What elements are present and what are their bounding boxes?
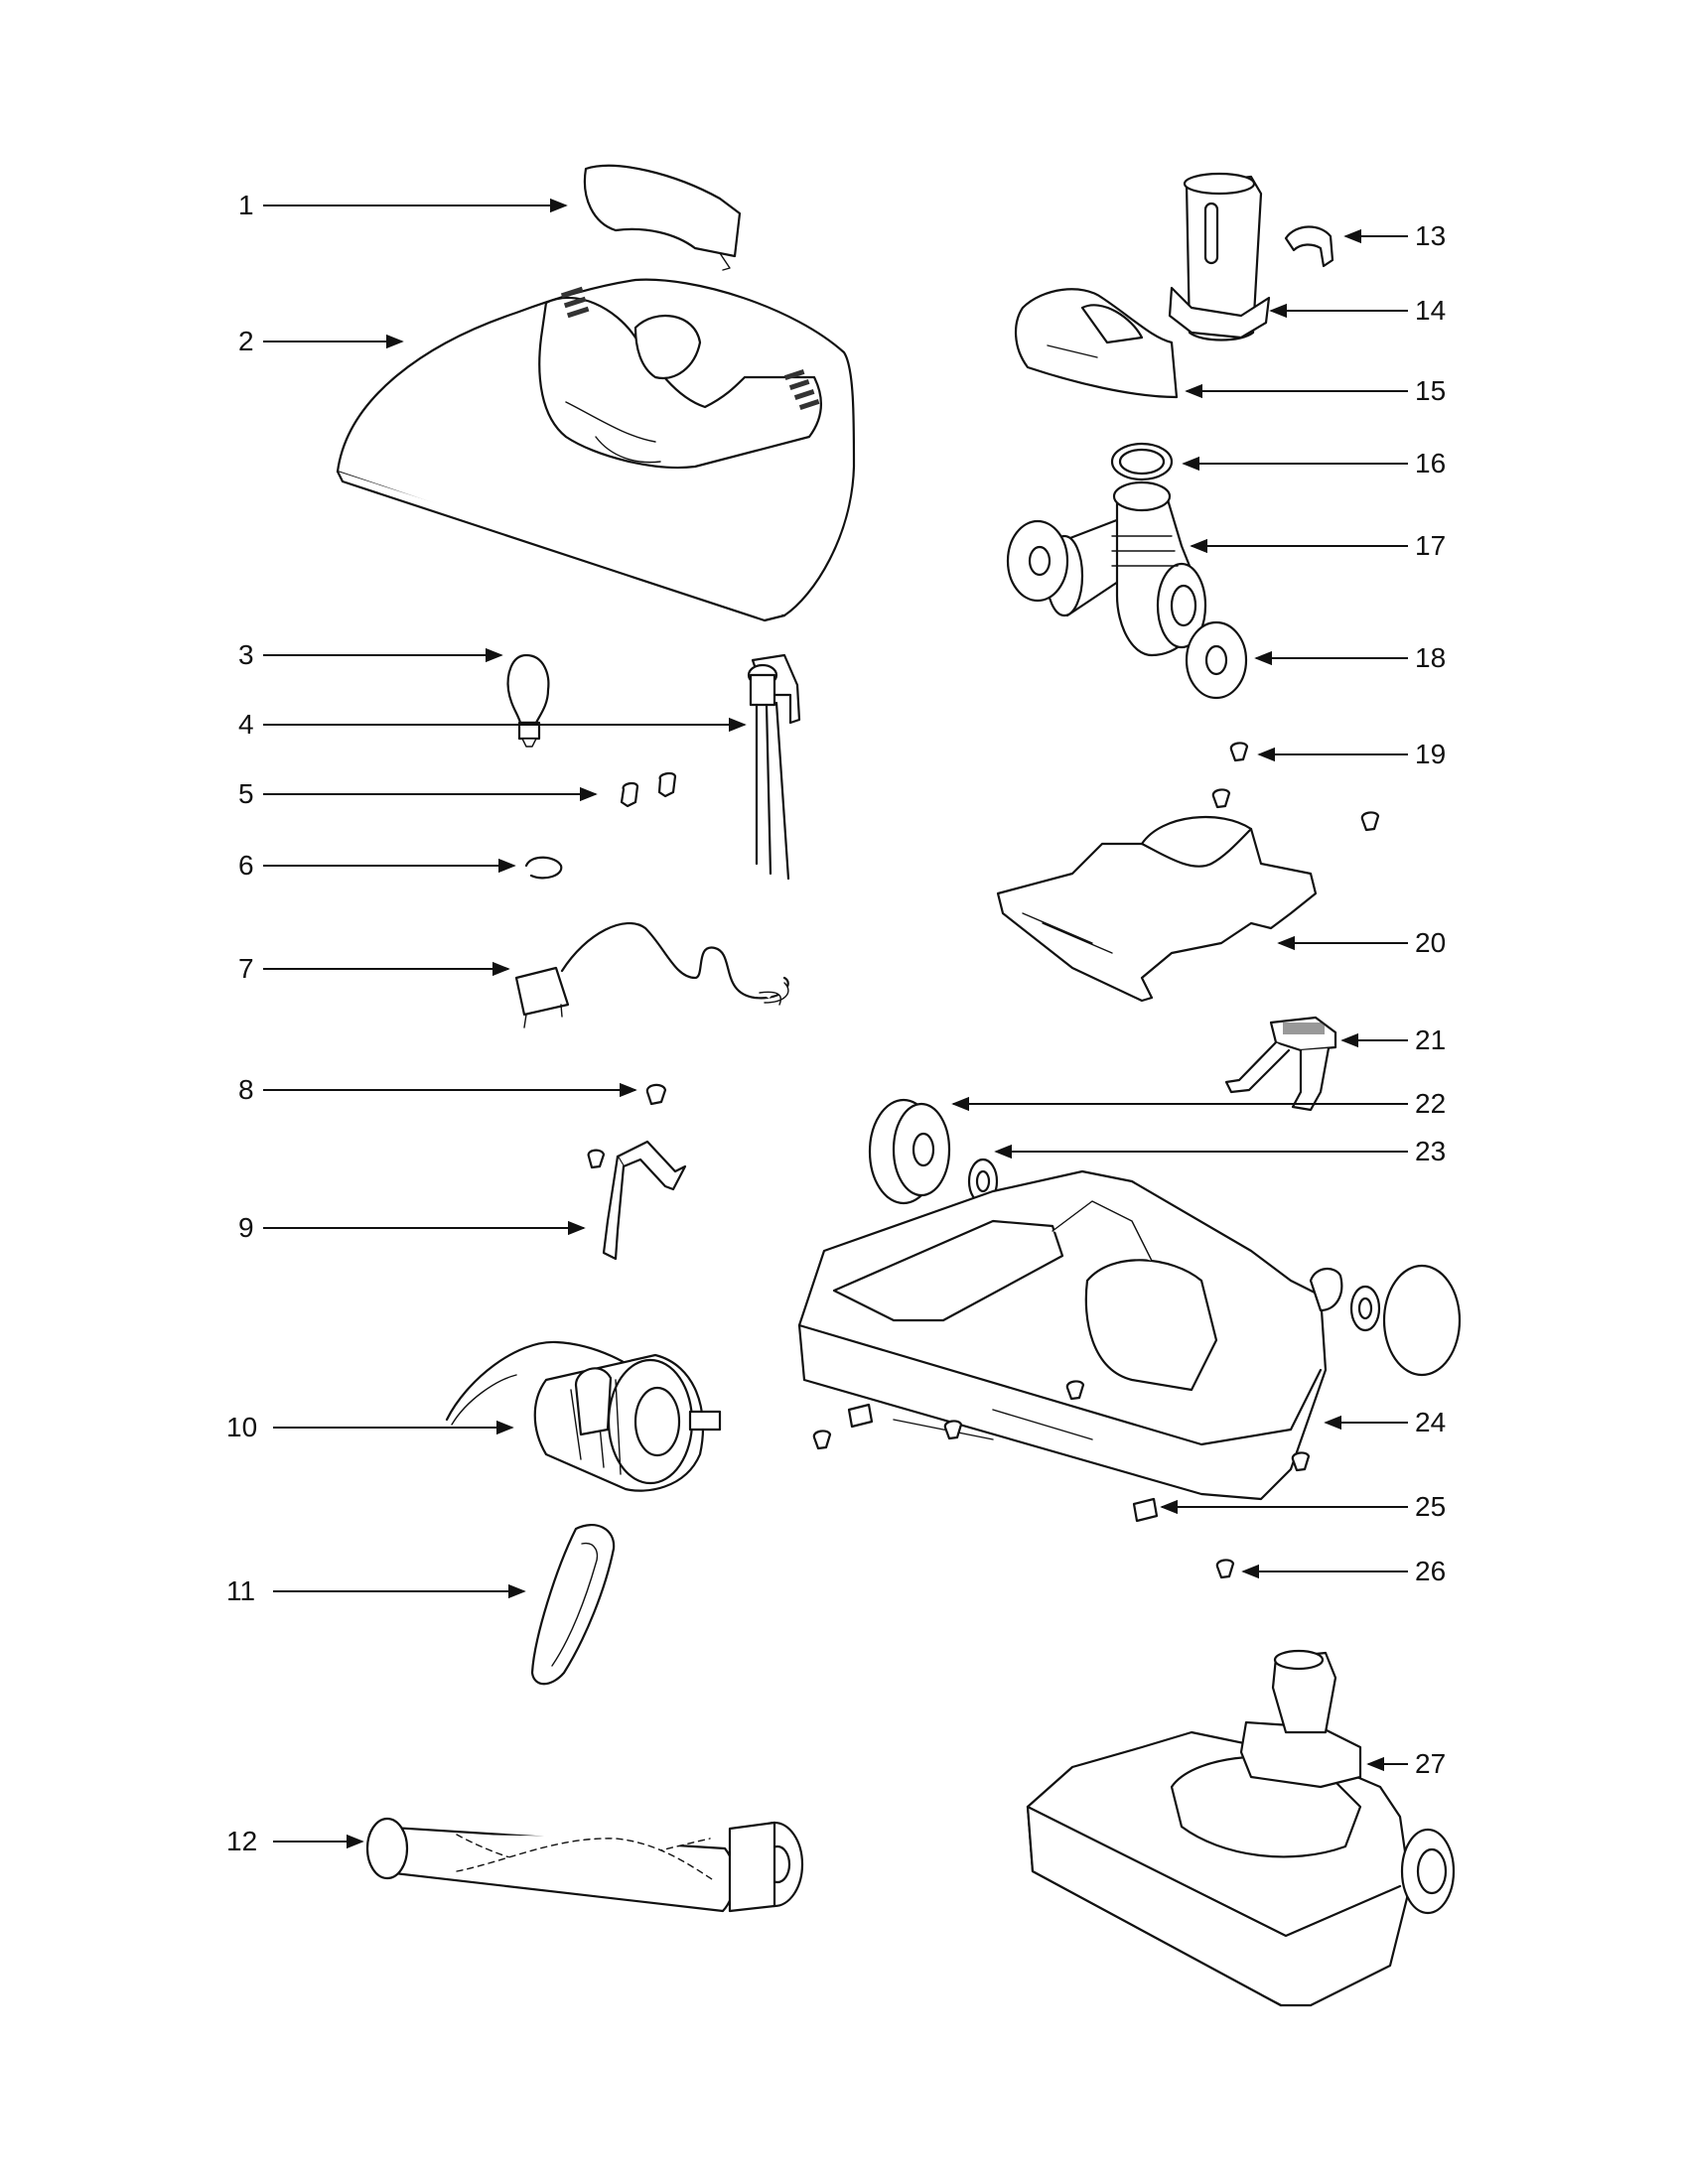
part-2-hood [336,278,856,622]
callout-11: 11 [226,1575,255,1606]
part-15-cover [1014,288,1179,399]
callout-13: 13 [1415,220,1446,251]
callout-6: 6 [238,850,254,881]
part-24-wheel-right [1349,1264,1462,1377]
callout-27: 27 [1415,1748,1446,1779]
callout-14: 14 [1415,295,1446,326]
callout-20: 20 [1415,927,1446,958]
part-13-clip [1284,225,1334,268]
callout-leaders [263,198,1408,1849]
part-17-elbow [1045,480,1207,657]
part-1-cover-insert [583,164,742,271]
part-24-base-screws [812,1380,1311,1472]
callout-17: 17 [1415,530,1446,561]
callout-7: 7 [238,953,254,984]
part-20-bracket [996,815,1318,1003]
part-6-clip [524,856,563,880]
part-22-wheel [868,1098,951,1205]
part-18-washer [1185,620,1248,700]
part-26-screw [1215,1559,1235,1579]
part-3-light-bulb [506,653,550,748]
callout-10: 10 [226,1412,257,1442]
callout-12: 12 [226,1826,257,1856]
callout-2: 2 [238,326,254,356]
part-27-power-nozzle [1026,1649,1456,2007]
callout-numbers: 1 2 3 4 5 6 7 8 9 10 11 12 13 14 15 16 1… [226,190,1446,1856]
part-4-lamp-socket [747,653,801,881]
callout-24: 24 [1415,1407,1446,1437]
part-14-handle-receptacle [1168,172,1271,341]
part-17-washer [1006,519,1069,603]
part-11-belt [530,1524,616,1686]
callout-18: 18 [1415,642,1446,673]
part-5-screws [620,771,677,808]
callout-16: 16 [1415,448,1446,478]
callout-3: 3 [238,639,254,670]
part-8-screw [645,1083,667,1106]
part-19-screws [1211,742,1380,832]
part-21-pedal [1224,1016,1337,1112]
part-9-spring-clip [587,1140,687,1261]
callout-4: 4 [238,709,254,740]
part-25-feet [847,1403,1159,1523]
part-7-wire-harness [514,922,789,1028]
part-10-motor [445,1340,722,1492]
callout-22: 22 [1415,1088,1446,1119]
callout-21: 21 [1415,1024,1446,1055]
callout-26: 26 [1415,1556,1446,1586]
callout-5: 5 [238,778,254,809]
callout-19: 19 [1415,739,1446,769]
callout-8: 8 [238,1074,254,1105]
part-16-o-ring [1110,442,1174,481]
callout-25: 25 [1415,1491,1446,1522]
part-12-brushroll [365,1817,804,1913]
callout-1: 1 [238,190,254,220]
callout-23: 23 [1415,1136,1446,1166]
callout-9: 9 [238,1212,254,1243]
part-24-base [797,1169,1343,1501]
callout-15: 15 [1415,375,1446,406]
